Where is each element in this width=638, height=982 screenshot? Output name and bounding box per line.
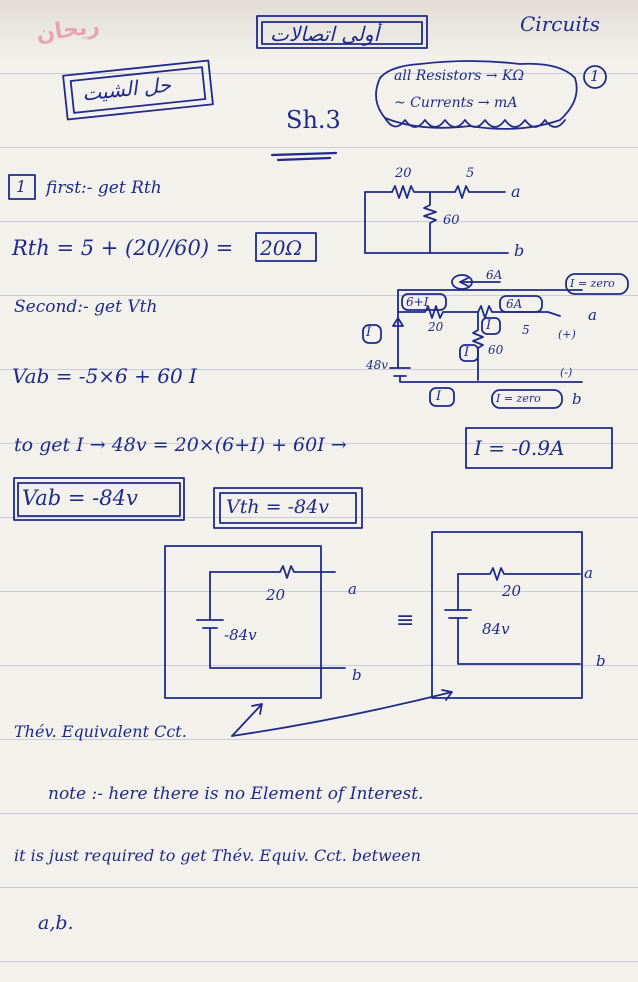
c2-node-a: a [588, 306, 597, 324]
c1-left-wire [364, 191, 393, 254]
thev-arrow-right [231, 689, 453, 737]
c2-minus: (-) [560, 366, 573, 379]
thev1-frame [164, 545, 322, 699]
c2-i-box-top [481, 317, 501, 335]
c2-i-mid: I [464, 345, 470, 360]
c1-r20-label: 20 [395, 166, 412, 181]
c1-r5 [454, 185, 506, 199]
c2-r60 [472, 311, 484, 381]
step1-text: first:- get Rth [46, 178, 162, 198]
c2-current-arrow [392, 317, 404, 327]
c2-6a-label: 6A [506, 297, 523, 311]
vab-result: Vab = -84v [22, 486, 138, 510]
thevenin-label: Thév. Equivalent Cct. [14, 722, 187, 741]
c2-r20-label: 20 [428, 320, 444, 334]
get-i-equation: to get I → 48v = 20×(6+I) + 60I → [14, 434, 347, 456]
c2-bottom-wire [399, 375, 583, 383]
c1-r5-label: 5 [466, 166, 475, 181]
c2-i-left: I [366, 325, 372, 340]
thev1-r-label: 20 [266, 586, 286, 604]
i-result: I = -0.9A [474, 436, 565, 460]
thev2-v-label: 84v [482, 620, 510, 638]
thev2-node-a: a [584, 564, 593, 582]
rth-formula: Rth = 5 + (20//60) = [12, 236, 234, 260]
c2-6a-ellipse [451, 274, 473, 290]
vth-result: Vth = -84v [226, 496, 329, 518]
vth-result-inner-box [219, 492, 357, 524]
subject-title: Circuits [520, 12, 601, 36]
c2-i-top: I [486, 318, 492, 333]
units-resistors: all Resistors → KΩ [394, 68, 525, 84]
c2-left-i-box [362, 324, 382, 344]
title-box [256, 15, 428, 49]
thev2-node-b: b [596, 652, 606, 670]
title-inner-box [261, 21, 423, 45]
sheet-underline [270, 151, 338, 162]
units-cloud [375, 60, 578, 130]
vab-result-box [13, 477, 185, 521]
vab-result-inner-box [17, 482, 181, 517]
section-inner-box [69, 66, 207, 114]
c2-6plusI-label-box [401, 293, 447, 311]
c2-battery [389, 367, 411, 377]
c2-i-zero-top: I = zero [570, 277, 615, 290]
c2-i-zero-box-top [565, 273, 629, 295]
thev1-source-and-bottom [196, 571, 346, 669]
step1-number-box [8, 174, 36, 200]
units-currents: ~ Currents → mA [394, 95, 518, 111]
sheet-number: Sh.3 [286, 106, 341, 134]
c2-i-box-mid [459, 344, 479, 362]
cloud-scallops [384, 117, 566, 128]
c2-source-current: 6A [486, 268, 503, 282]
c2-i-zero-bottom: I = zero [496, 392, 541, 405]
step2-text: Second:- get Vth [14, 297, 158, 317]
c1-r20 [391, 185, 456, 199]
title-arabic: أولى اتصالات [270, 22, 380, 46]
section-box [62, 59, 214, 121]
rth-result: 20Ω [260, 236, 303, 260]
thev1-node-a: a [348, 580, 357, 598]
c2-r60-label: 60 [488, 343, 504, 357]
c2-r5-label: 5 [522, 323, 530, 337]
thev2-frame [431, 531, 583, 699]
c2-6a-label-box [499, 295, 543, 313]
vth-result-box [213, 487, 363, 529]
c2-i-bottom: I [436, 389, 442, 404]
step1-number: 1 [16, 177, 27, 196]
thev2-top-wire [457, 567, 581, 581]
rth-result-box [255, 232, 317, 262]
note-line2: it is just required to get Thév. Equiv. … [14, 846, 421, 865]
c2-plus: (+) [558, 328, 576, 341]
thev1-node-b: b [352, 666, 362, 684]
c2-voltage-source: 48v [366, 358, 389, 372]
c2-i-box-bottom [429, 387, 455, 407]
c2-i-zero-box-bottom [491, 389, 563, 409]
note-line3: a,b. [38, 912, 74, 934]
thev1-v-label: -84v [224, 626, 257, 644]
problem-number-circle [583, 65, 607, 89]
problem-number: 1 [590, 67, 600, 85]
c2-series-resistors [397, 305, 561, 319]
thev-arrow-left [231, 703, 263, 737]
c2-branch-current: 6+I [406, 295, 429, 309]
thev2-source-and-bottom [444, 573, 581, 665]
c1-r60-label: 60 [443, 213, 460, 228]
thev2-r-label: 20 [502, 582, 522, 600]
thev1-top-wire [209, 565, 336, 579]
c1-r60 [423, 191, 437, 254]
note-line1: note :- here there is no Element of Inte… [48, 784, 424, 804]
c1-node-a: a [511, 182, 521, 201]
page-top-shade [0, 0, 638, 60]
equivalence-sign: ≡ [396, 608, 415, 633]
i-result-box [465, 427, 613, 469]
c1-node-b: b [514, 241, 525, 260]
vab-equation: Vab = -5×6 + 60 I [12, 364, 197, 388]
c2-node-b: b [572, 390, 582, 408]
